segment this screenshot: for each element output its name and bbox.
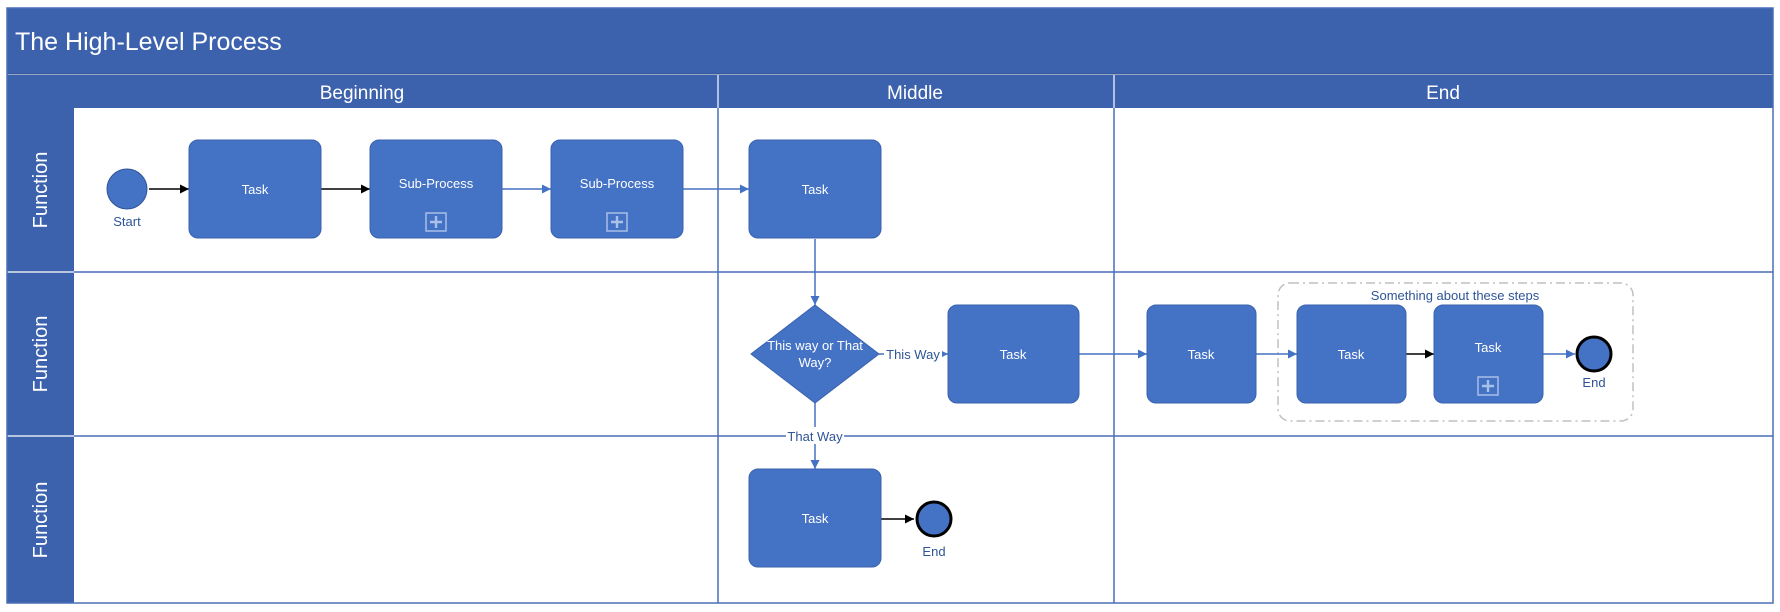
task-node-3-label: Task (1000, 347, 1027, 362)
decision-label-line-1: This way or That (767, 338, 863, 353)
task-node-1-label: Task (242, 182, 269, 197)
end-label-lane-2: End (1582, 375, 1605, 390)
subprocess-node-1[interactable] (369, 139, 503, 239)
task-node-5[interactable] (1296, 304, 1407, 404)
lane-header-bar (7, 108, 74, 603)
column-header-end: End (1426, 83, 1460, 104)
task-node-6[interactable] (1433, 304, 1544, 404)
subprocess-node-2[interactable] (550, 139, 684, 239)
task-node-1[interactable] (188, 139, 322, 239)
diagram-title: The High-Level Process (15, 28, 282, 56)
task-node-6-label: Task (1475, 340, 1502, 355)
end-event-lane-3[interactable] (915, 500, 953, 538)
task-node-2[interactable] (748, 139, 882, 239)
subprocess-node-2-label: Sub-Process (580, 176, 655, 191)
plus-icon (606, 212, 628, 232)
lane-header-3: Function (30, 482, 52, 559)
end-label-lane-3: End (922, 544, 945, 559)
lane-header-2: Function (30, 316, 52, 393)
column-header-middle: Middle (887, 83, 943, 104)
group-label: Something about these steps (1371, 288, 1540, 303)
group-box (1277, 282, 1634, 422)
column-header-beginning: Beginning (320, 83, 405, 104)
end-event-lane-2[interactable] (1575, 335, 1613, 373)
start-event[interactable] (106, 168, 148, 210)
plus-icon (1477, 376, 1499, 396)
edge-label-that-way: That Way (787, 429, 843, 444)
task-node-7[interactable] (748, 468, 882, 568)
decision-label-line-2: Way? (799, 355, 832, 370)
task-node-4[interactable] (1146, 304, 1257, 404)
edge-label-this-way: This Way (886, 347, 940, 362)
lane-header-1: Function (30, 152, 52, 229)
plus-icon (425, 212, 447, 232)
task-node-7-label: Task (802, 511, 829, 526)
subprocess-node-1-label: Sub-Process (399, 176, 474, 191)
title-bar (6, 7, 1774, 75)
start-label: Start (113, 214, 141, 229)
column-header-bar (7, 75, 1773, 108)
decision-gateway[interactable] (750, 304, 880, 404)
task-node-4-label: Task (1188, 347, 1215, 362)
task-node-2-label: Task (802, 182, 829, 197)
task-node-5-label: Task (1338, 347, 1365, 362)
task-node-3[interactable] (947, 304, 1080, 404)
swimlane-grid (6, 7, 1774, 604)
